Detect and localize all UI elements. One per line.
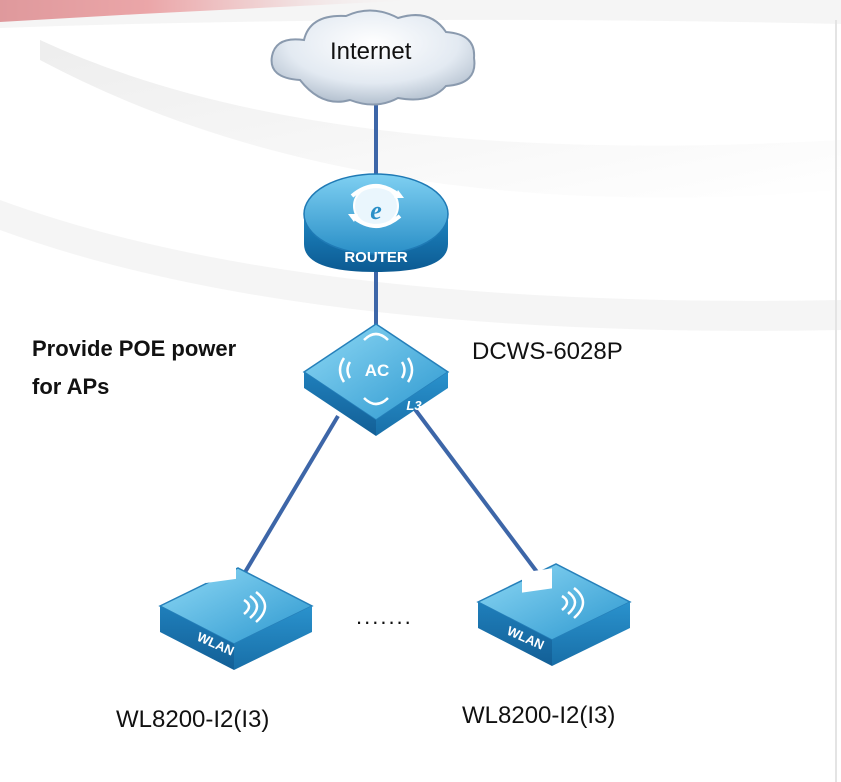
header-grey-band — [0, 0, 841, 28]
poe-note-line-1: Provide POE power — [32, 336, 237, 361]
poe-note-line-2: for APs — [32, 374, 110, 399]
link-ac-ap1 — [236, 414, 340, 586]
internet-cloud-icon — [270, 9, 476, 106]
ac-layer-badge: L3 — [406, 398, 422, 413]
internet-label: Internet — [330, 38, 412, 65]
background-swoosh — [40, 40, 841, 198]
ac-badge: AC — [365, 361, 390, 380]
router-e-glyph: e — [370, 196, 382, 225]
ac-model-label: DCWS-6028P — [472, 338, 623, 365]
router-icon — [303, 173, 449, 272]
access-point-1-icon — [158, 558, 314, 670]
more-aps-ellipsis: ....... — [356, 604, 413, 629]
ac-switch-icon — [302, 323, 450, 436]
link-ac-ap2 — [412, 406, 542, 578]
poe-note: Provide POE power for APs — [32, 330, 236, 406]
router-device-label: ROUTER — [344, 249, 408, 266]
ap2-model-label: WL8200-I2(I3) — [462, 702, 616, 729]
access-point-2-icon — [476, 563, 632, 666]
background-swoosh-lower — [0, 200, 841, 331]
ap1-model-label: WL8200-I2(I3) — [116, 706, 270, 733]
